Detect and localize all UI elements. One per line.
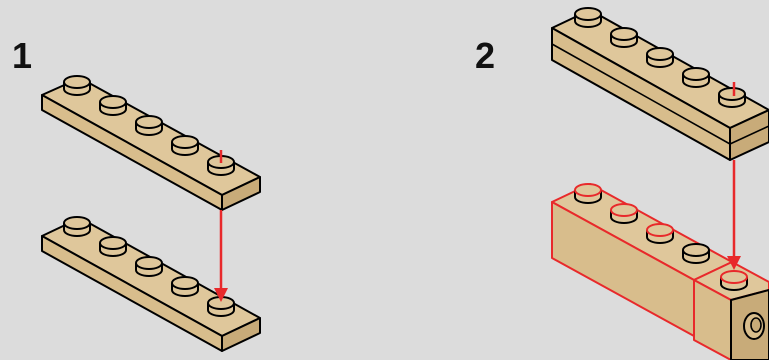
step-2-number: 2 — [475, 35, 496, 76]
step2-brick-1x4-highlighted — [551, 183, 733, 337]
stud-icon — [718, 87, 746, 108]
stud-icon — [63, 216, 91, 237]
stud-icon — [610, 203, 638, 224]
stud-icon — [135, 115, 163, 136]
stud-icon — [610, 27, 638, 48]
stud-icon — [63, 75, 91, 96]
step1-plate-top — [41, 75, 261, 211]
step1-plate-bottom — [41, 216, 261, 352]
step2-placement-arrow-icon — [727, 82, 741, 270]
stud-icon — [99, 95, 127, 116]
stud-icon — [646, 223, 674, 244]
step-1-number: 1 — [12, 35, 33, 76]
stud-icon — [99, 236, 127, 257]
stud-icon — [135, 256, 163, 277]
stud-icon — [171, 276, 199, 297]
stud-icon — [646, 47, 674, 68]
stud-icon — [574, 7, 602, 28]
step2-plate-stack — [551, 7, 769, 161]
stud-icon — [574, 183, 602, 204]
step2-brick-1x1-side-stud — [693, 261, 769, 360]
stud-icon — [682, 243, 710, 264]
stud-icon — [171, 135, 199, 156]
stud-icon — [720, 270, 748, 291]
stud-icon — [682, 67, 710, 88]
step1-placement-arrow-icon — [214, 150, 228, 302]
